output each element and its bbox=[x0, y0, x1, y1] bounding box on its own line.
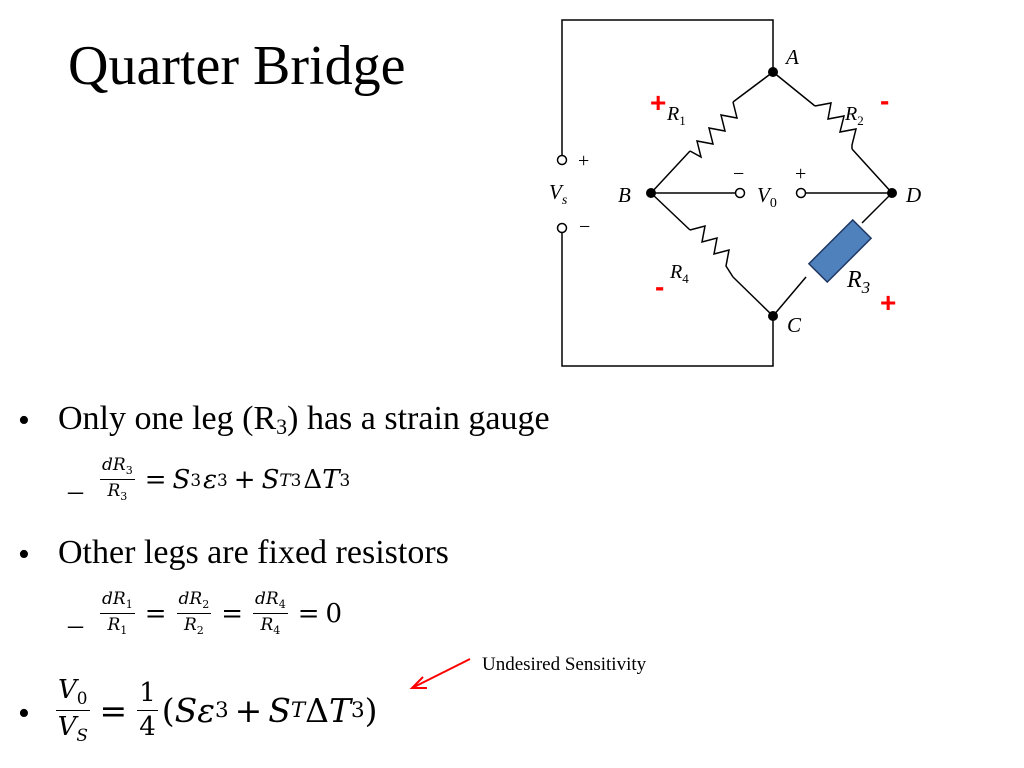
vs-negative-terminal bbox=[556, 222, 568, 234]
node-c-dot bbox=[768, 311, 778, 321]
node-a-dot bbox=[768, 67, 778, 77]
bullet-marker-2: • bbox=[18, 536, 30, 573]
fraction-dr2-r2: dR2 R2 bbox=[176, 589, 212, 637]
resistor-r1-zigzag bbox=[689, 101, 739, 159]
bullet-1-text: Only one leg (R3) has a strain gauge bbox=[58, 402, 550, 438]
circuit-wires bbox=[561, 19, 893, 367]
node-d-dot bbox=[887, 188, 897, 198]
v0-negative-terminal bbox=[734, 187, 746, 199]
r1-polarity-plus: + bbox=[650, 87, 666, 118]
sub-item-marker-1: – bbox=[68, 474, 83, 507]
sub-item-marker-2: – bbox=[68, 608, 83, 641]
resistor-r2-zigzag bbox=[814, 102, 858, 149]
fraction-one-quarter: 1 4 bbox=[137, 677, 158, 742]
vs-minus-sign: − bbox=[579, 216, 590, 238]
bullet-marker-1: • bbox=[18, 402, 30, 439]
node-d-label: D bbox=[905, 183, 921, 207]
node-c-label: C bbox=[787, 313, 802, 337]
fraction-v0-vs: V0 VS bbox=[56, 675, 90, 745]
bullet-marker-3: • bbox=[18, 695, 30, 732]
node-a-label: A bbox=[784, 45, 799, 69]
bullet-1-text-after: ) has a strain gauge bbox=[287, 400, 550, 437]
slide-title: Quarter Bridge bbox=[68, 35, 406, 97]
v0-minus-sign: − bbox=[733, 163, 744, 185]
undesired-sensitivity-annotation: Undesired Sensitivity bbox=[482, 654, 647, 675]
fraction-dr3-r3: dR3 R3 bbox=[100, 455, 135, 503]
node-b-dot bbox=[646, 188, 656, 198]
r3-polarity-plus: + bbox=[880, 287, 896, 318]
bullet-1-subscript: 3 bbox=[276, 414, 288, 439]
node-b-label: B bbox=[618, 183, 631, 207]
equation-fixed-resistors: dR1 R1 = dR2 R2 = dR4 R4 = 0 bbox=[100, 589, 343, 637]
r2-polarity-minus: - bbox=[880, 85, 889, 116]
strain-gauge-r3 bbox=[807, 218, 873, 284]
annotation-arrow bbox=[409, 658, 471, 689]
r4-polarity-minus: - bbox=[655, 271, 664, 302]
vs-plus-sign: + bbox=[578, 150, 589, 172]
v0-plus-sign: + bbox=[795, 163, 806, 185]
bullet-2-text: Other legs are fixed resistors bbox=[58, 534, 449, 571]
fraction-dr1-r1: dR1 R1 bbox=[100, 589, 135, 637]
resistor-r4-zigzag bbox=[689, 224, 734, 278]
vs-positive-terminal bbox=[556, 154, 568, 166]
v0-positive-terminal bbox=[795, 187, 807, 199]
bullet-1-text-before: Only one leg (R bbox=[58, 400, 277, 437]
fraction-dr4-r4: dR4 R4 bbox=[253, 589, 288, 637]
